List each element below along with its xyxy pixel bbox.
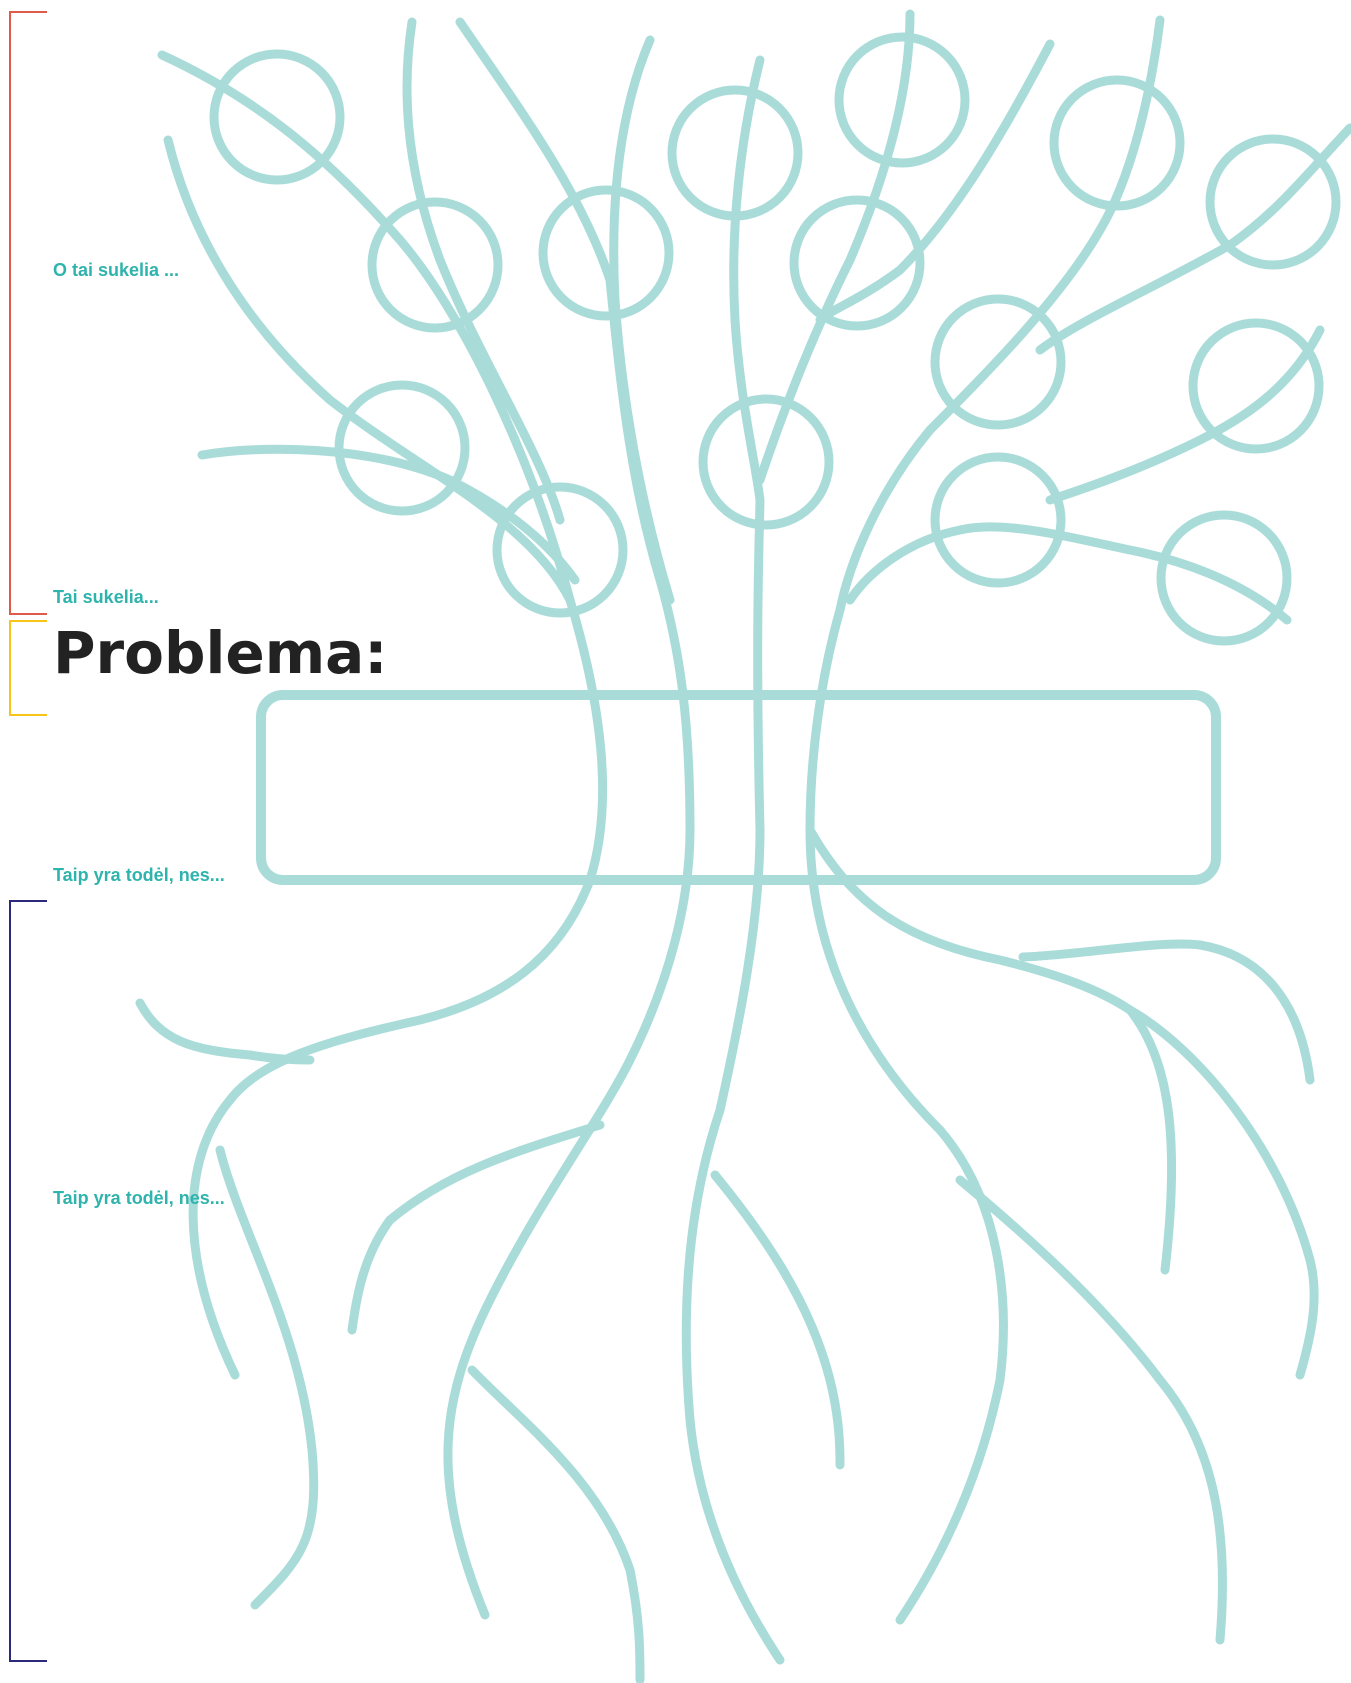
branch	[805, 15, 1165, 835]
tree-branches	[135, 9, 1351, 1683]
root	[215, 1145, 319, 1610]
branch	[163, 135, 575, 605]
effect-bubble	[334, 380, 470, 516]
root	[135, 998, 315, 1065]
effect-bubble	[930, 294, 1066, 430]
page-title: Problema:	[53, 619, 388, 687]
root	[955, 1175, 1227, 1645]
causes-label: Taip yra todėl, nes...	[53, 865, 225, 885]
effect-bubble	[1205, 134, 1341, 270]
root	[805, 825, 1008, 1625]
root	[681, 825, 785, 1665]
root	[347, 1120, 605, 1335]
problem-box[interactable]	[256, 690, 1221, 885]
effect-bubble	[367, 197, 503, 333]
branch	[815, 39, 1055, 325]
effects-label: Tai sukelia...	[53, 587, 159, 607]
causes-bracket	[9, 900, 47, 1662]
effect-bubble	[930, 452, 1066, 588]
root	[1018, 939, 1315, 1085]
branch	[402, 17, 565, 525]
effect-bubble	[1156, 510, 1292, 646]
effect-bubbles	[209, 32, 1341, 646]
effect-bubble	[698, 394, 834, 530]
effect-bubble	[209, 49, 345, 185]
effect-bubble	[789, 195, 925, 331]
branch	[197, 444, 580, 585]
branch	[1045, 325, 1325, 505]
branch	[1035, 123, 1351, 355]
root	[188, 875, 595, 1380]
root	[443, 825, 695, 1620]
effect-bubble	[492, 482, 628, 618]
branch	[729, 55, 765, 835]
effect-bubble	[667, 85, 803, 221]
causes-more-label: Taip yra todėl, nes...	[53, 1188, 225, 1208]
effect-bubble	[1188, 318, 1324, 454]
branch	[609, 35, 675, 605]
branch	[157, 50, 608, 885]
branch	[455, 17, 695, 835]
root	[467, 1365, 645, 1683]
branch	[845, 522, 1292, 625]
root	[805, 825, 1177, 1275]
problem-bracket	[9, 620, 47, 716]
effects-more-label: O tai sukelia ...	[53, 260, 180, 280]
root	[710, 1170, 845, 1470]
effect-bubble	[834, 32, 970, 168]
effect-bubble	[1049, 75, 1185, 211]
effect-bubble	[538, 185, 674, 321]
root	[1125, 1005, 1319, 1380]
effects-bracket	[9, 11, 47, 615]
branch	[755, 9, 915, 485]
